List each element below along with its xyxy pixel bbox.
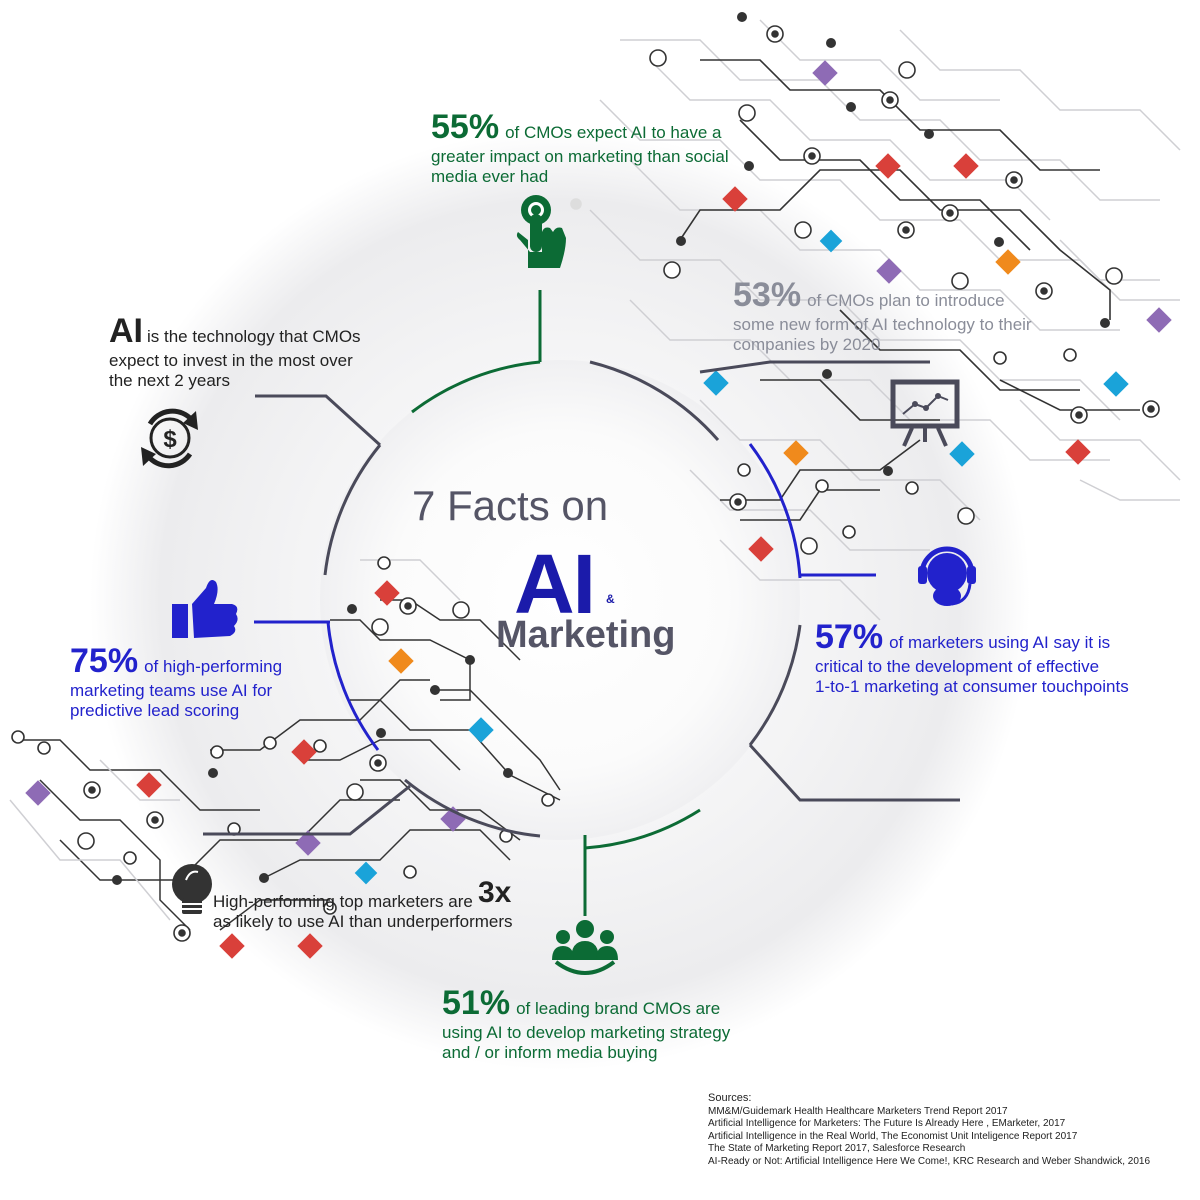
fact-text-line: critical to the development of effective — [815, 657, 1100, 677]
fact-text-line: and / or inform media buying — [442, 1043, 658, 1063]
thumbs-up-icon — [172, 580, 238, 638]
fact-stat: 3x — [478, 876, 512, 909]
fact-75-block: 75% of high-performing marketing teams us… — [70, 642, 282, 722]
sources-block: Sources: MM&M/Guidemark Health Healthcar… — [708, 1092, 1150, 1168]
source-item: The State of Marketing Report 2017, Sale… — [708, 1143, 966, 1155]
fact-text-line: companies by 2020 — [733, 335, 881, 355]
headset-support-icon — [918, 546, 976, 606]
fact-stat: 51% — [442, 984, 511, 1022]
fact-51-block: 51% of leading brand CMOs are using AI to… — [442, 984, 730, 1064]
fact-stat: 75% — [70, 642, 139, 680]
fact-text-line: of marketers using AI say it is — [889, 633, 1111, 652]
sources-heading: Sources: — [708, 1092, 752, 1104]
ring-connectors — [203, 290, 960, 916]
fact-text-line: is the technology that CMOs — [147, 327, 361, 346]
fact-stat: 55% — [431, 108, 500, 146]
fact-text-line: predictive lead scoring — [70, 701, 240, 721]
fact-text-line: High-performing top marketers are — [213, 892, 473, 911]
fact-text-line: the next 2 years — [109, 371, 230, 391]
fact-3x-block: High-performing top marketers are as lik… — [213, 892, 513, 933]
fact-55-block: 55% of CMOs expect AI to have a greater i… — [431, 108, 729, 188]
fact-text-line: media ever had — [431, 167, 549, 187]
fact-57-block: 57% of marketers using AI say it is criti… — [815, 618, 1129, 698]
source-item: Artificial Intelligence for Marketers: T… — [708, 1118, 1066, 1130]
title-ai: AI — [514, 537, 596, 631]
source-item: Artificial Intelligence in the Real Worl… — [708, 1130, 1078, 1142]
fact-stat: 53% — [733, 276, 802, 314]
fact-text-line: greater impact on marketing than social — [431, 147, 729, 167]
fact-text-line: 1-to-1 marketing at consumer touchpoints — [815, 677, 1129, 697]
circuit-pattern — [589, 19, 1181, 621]
fact-text-line: of CMOs plan to introduce — [807, 291, 1005, 310]
center-disc — [320, 360, 800, 840]
source-item: MM&M/Guidemark Health Healthcare Markete… — [708, 1105, 1008, 1117]
fact-text-line: of CMOs expect AI to have a — [505, 123, 722, 142]
fact-stat: AI — [109, 312, 143, 350]
fact-text-line: using AI to develop marketing strategy — [442, 1023, 731, 1043]
fact-text-line: as likely to use AI than underperformers — [213, 912, 513, 932]
fact-text-line: of leading brand CMOs are — [516, 999, 721, 1018]
presentation-board-icon — [890, 379, 960, 447]
fact-text-line: marketing teams use AI for — [70, 681, 273, 701]
circuit-dark-lines — [679, 59, 1140, 521]
tap-finger-icon — [516, 195, 566, 268]
lightbulb-icon — [172, 864, 212, 914]
svg-text:$: $ — [163, 426, 177, 453]
circuit-dots — [112, 12, 1110, 885]
fact-53-block: 53% of CMOs plan to introduce some new fo… — [733, 276, 1032, 356]
fact-text-line: some new form of AI technology to their — [733, 315, 1032, 335]
fact-text-line: expect to invest in the most over — [109, 351, 353, 371]
circuit-dark-lines-left — [20, 599, 561, 931]
fact-stat: 57% — [815, 618, 884, 656]
circuit-nodes — [11, 25, 1160, 942]
fact-text-line: of high-performing — [144, 657, 283, 676]
dollar-cycle-icon: $ — [141, 408, 198, 469]
title-marketing: Marketing — [496, 614, 676, 656]
team-group-icon — [552, 920, 618, 975]
source-item: AI-Ready or Not: Artificial Intelligence… — [708, 1155, 1151, 1167]
title-ampersand: & — [606, 592, 615, 606]
title-line1: 7 Facts on — [412, 482, 609, 529]
